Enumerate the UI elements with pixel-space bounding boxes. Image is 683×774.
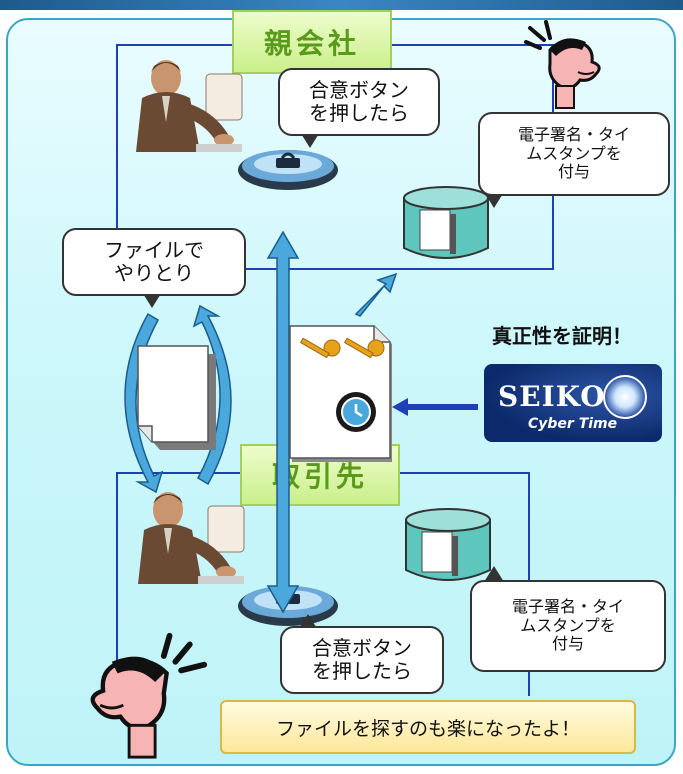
upload-arrow-icon <box>354 272 398 317</box>
database-top-icon <box>403 186 489 259</box>
top-banner-bar <box>0 0 683 10</box>
shouting-person-top-icon <box>524 20 601 109</box>
vertical-double-arrow-icon <box>266 230 300 614</box>
bubble-tail <box>142 292 162 308</box>
authenticity-proof-text: 真正性を証明！ <box>492 324 632 348</box>
office-worker-bottom-icon <box>138 492 245 584</box>
office-worker-top-icon <box>136 60 243 152</box>
seiko-logo-name: SEIKO <box>498 380 606 413</box>
file-document-icon <box>137 345 216 450</box>
agree-button-bottom-icon <box>238 586 338 626</box>
agree-button-top-icon <box>238 150 338 190</box>
timestamp-bottom-bubble: 電子署名・タイ ムスタンプを 付与 <box>470 580 666 672</box>
bubble-tail <box>484 192 504 208</box>
file-exchange-bubble: ファイルで やりとり <box>62 228 246 296</box>
timestamp-top-bubble: 電子署名・タイ ムスタンプを 付与 <box>478 112 670 196</box>
seiko-cyber-time-logo: SEIKO Cyber Time <box>484 364 662 442</box>
seiko-logo-subtitle: Cyber Time <box>528 416 618 432</box>
database-bottom-icon <box>405 508 491 581</box>
find-files-easier-note: ファイルを探すのも楽になったよ！ <box>220 700 636 754</box>
seiko-to-document-arrow-icon <box>392 398 478 416</box>
signed-document-icon <box>289 325 392 462</box>
bubble-tail <box>484 566 504 582</box>
shouting-person-bottom-icon <box>90 632 208 759</box>
parent-company-label: 親会社 <box>232 10 392 74</box>
bubble-tail <box>300 132 320 148</box>
seiko-orb-icon <box>603 375 647 419</box>
agree-button-bottom-bubble: 合意ボタン を押したら <box>280 626 444 694</box>
agree-button-top-bubble: 合意ボタン を押したら <box>278 68 440 136</box>
